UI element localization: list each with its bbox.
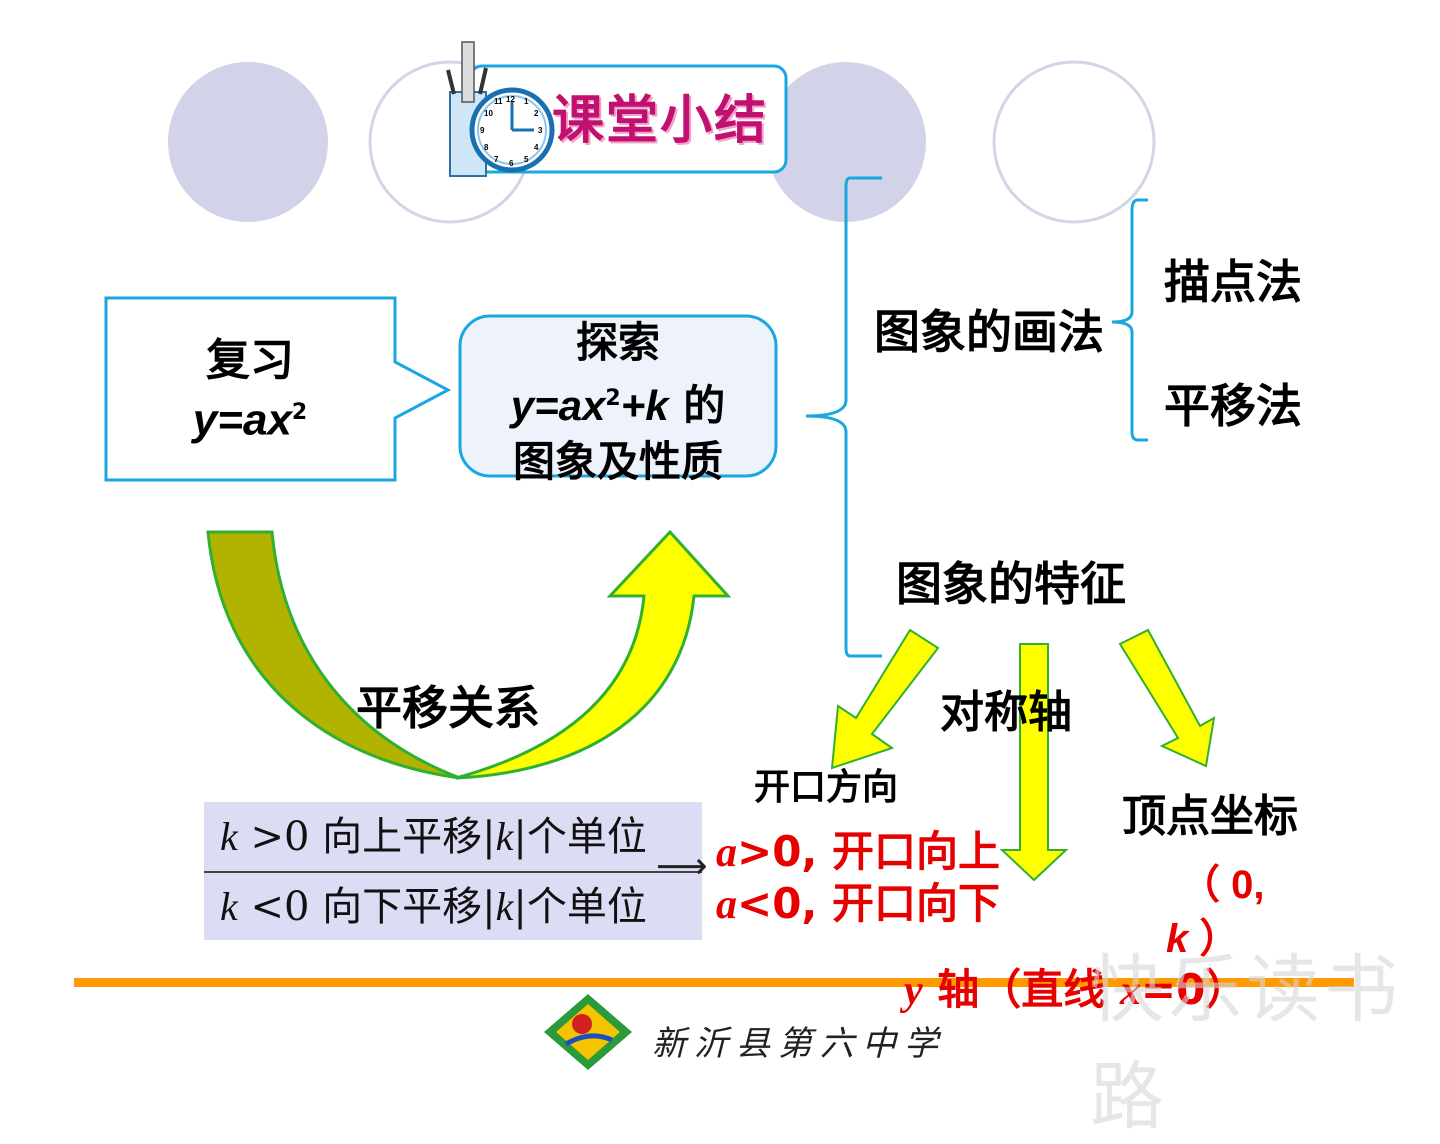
explore-label: 探索 xyxy=(575,318,660,367)
clock-num-4: 4 xyxy=(534,143,539,152)
opening-line-down: a<0, 开口向下 xyxy=(716,870,1000,931)
explore-formula: y=ax2+k 的 xyxy=(460,371,776,434)
explore-box: 探索 y=ax2+k 的 图象及性质 xyxy=(460,315,776,490)
axis-label: 对称轴 xyxy=(940,687,1072,738)
explore-suffix: 的 xyxy=(668,381,726,430)
axis-value: y 轴（直线 x=0） xyxy=(904,956,1247,1017)
vertex-line2-text: ） xyxy=(1188,917,1240,961)
arrow-to-opening xyxy=(830,628,940,770)
diagram-canvas: 12 1 2 3 4 5 6 7 8 9 10 11 xyxy=(74,41,1354,1070)
explore-line3: 图象及性质 xyxy=(512,437,723,486)
row-down-tail: |个单位 xyxy=(513,884,647,930)
clock-num-10: 10 xyxy=(484,109,493,118)
clock-num-12: 12 xyxy=(506,95,515,104)
curved-arrow-yellow xyxy=(455,529,732,780)
vertex-line2: k ） xyxy=(1166,906,1239,964)
method-point-plotting: 描点法 xyxy=(1164,255,1302,309)
translation-label: 平移关系 xyxy=(356,681,540,735)
axis-value-text: 轴（直线 xyxy=(922,965,1120,1014)
review-formula: y=ax2 xyxy=(105,387,395,447)
review-callout-shape xyxy=(104,296,452,482)
opening-down-var: a xyxy=(716,882,737,928)
opening-down-text: <0, 开口向下 xyxy=(737,879,1000,928)
review-formula-sup: 2 xyxy=(291,400,308,425)
explore-box-shape xyxy=(458,314,778,478)
opening-up-var: a xyxy=(716,830,737,876)
translation-row-up: k >0 向上平移|k|个单位 xyxy=(220,804,647,870)
table-arrow: ⟶ xyxy=(656,846,708,887)
clock-num-8: 8 xyxy=(484,143,489,152)
axis-value-tail: =0） xyxy=(1140,965,1248,1014)
clock-num-3: 3 xyxy=(538,126,543,135)
review-box: 复习 y=ax2 xyxy=(105,335,395,447)
clock-num-1: 1 xyxy=(524,97,529,106)
school-name: 新沂县第六中学 xyxy=(652,1024,946,1064)
clock-num-2: 2 xyxy=(534,109,539,118)
row-up-tail: |个单位 xyxy=(513,814,647,860)
explore-formula-part1: y=ax xyxy=(510,382,606,429)
methods-bracket xyxy=(1111,198,1148,442)
translation-row-down: k <0 向下平移|k|个单位 xyxy=(220,874,647,940)
table-separator xyxy=(204,871,702,873)
explore-formula-part2: +k xyxy=(620,382,669,429)
opening-label: 开口方向 xyxy=(754,767,899,808)
page-title: 课堂小结 xyxy=(552,91,769,151)
arrow-to-vertex xyxy=(1118,628,1216,768)
row-down-k: k xyxy=(220,884,238,929)
deco-circle-1 xyxy=(168,62,328,222)
clock-icon: 12 1 2 3 4 5 6 7 8 9 10 11 xyxy=(469,87,555,173)
vertex-label: 顶点坐标 xyxy=(1122,791,1298,842)
methods-heading: 图象的画法 xyxy=(874,305,1104,359)
watermark-text: 快乐读书路 xyxy=(1090,947,1402,1140)
clock-num-7: 7 xyxy=(494,155,499,164)
deco-circle-4 xyxy=(992,60,1156,224)
explore-formula-sup: 2 xyxy=(605,386,621,411)
clock-num-6: 6 xyxy=(509,159,514,168)
review-label: 复习 xyxy=(206,335,294,386)
clock-num-11: 11 xyxy=(494,97,503,106)
deco-circle-3 xyxy=(766,62,926,222)
opening-up-text: >0, 开口向上 xyxy=(737,827,1000,876)
review-formula-main: y=ax xyxy=(192,395,292,445)
row-down-k2: k xyxy=(495,884,514,929)
translation-table: k >0 向上平移|k|个单位 k <0 向下平移|k|个单位 xyxy=(204,802,702,940)
clock-num-5: 5 xyxy=(524,155,529,164)
arrow-to-axis xyxy=(999,643,1069,882)
row-down-cond: <0 向下平移| xyxy=(237,884,496,930)
school-logo-icon xyxy=(544,994,632,1070)
method-translation: 平移法 xyxy=(1164,379,1302,433)
axis-value-var: y xyxy=(904,968,923,1014)
row-up-k: k xyxy=(220,814,238,859)
vertex-var: k xyxy=(1166,917,1189,961)
main-bracket xyxy=(805,176,882,658)
vertex-line1: （ 0, xyxy=(1180,863,1265,907)
row-up-k2: k xyxy=(495,814,514,859)
features-heading: 图象的特征 xyxy=(896,557,1126,611)
axis-value-var2: x xyxy=(1119,968,1141,1014)
clock-num-9: 9 xyxy=(480,126,485,135)
curved-arrow-olive xyxy=(206,530,461,780)
row-up-cond: >0 向上平移| xyxy=(237,814,496,860)
footer-line xyxy=(74,978,1354,987)
opening-line-up: a>0, 开口向上 xyxy=(716,818,1000,879)
